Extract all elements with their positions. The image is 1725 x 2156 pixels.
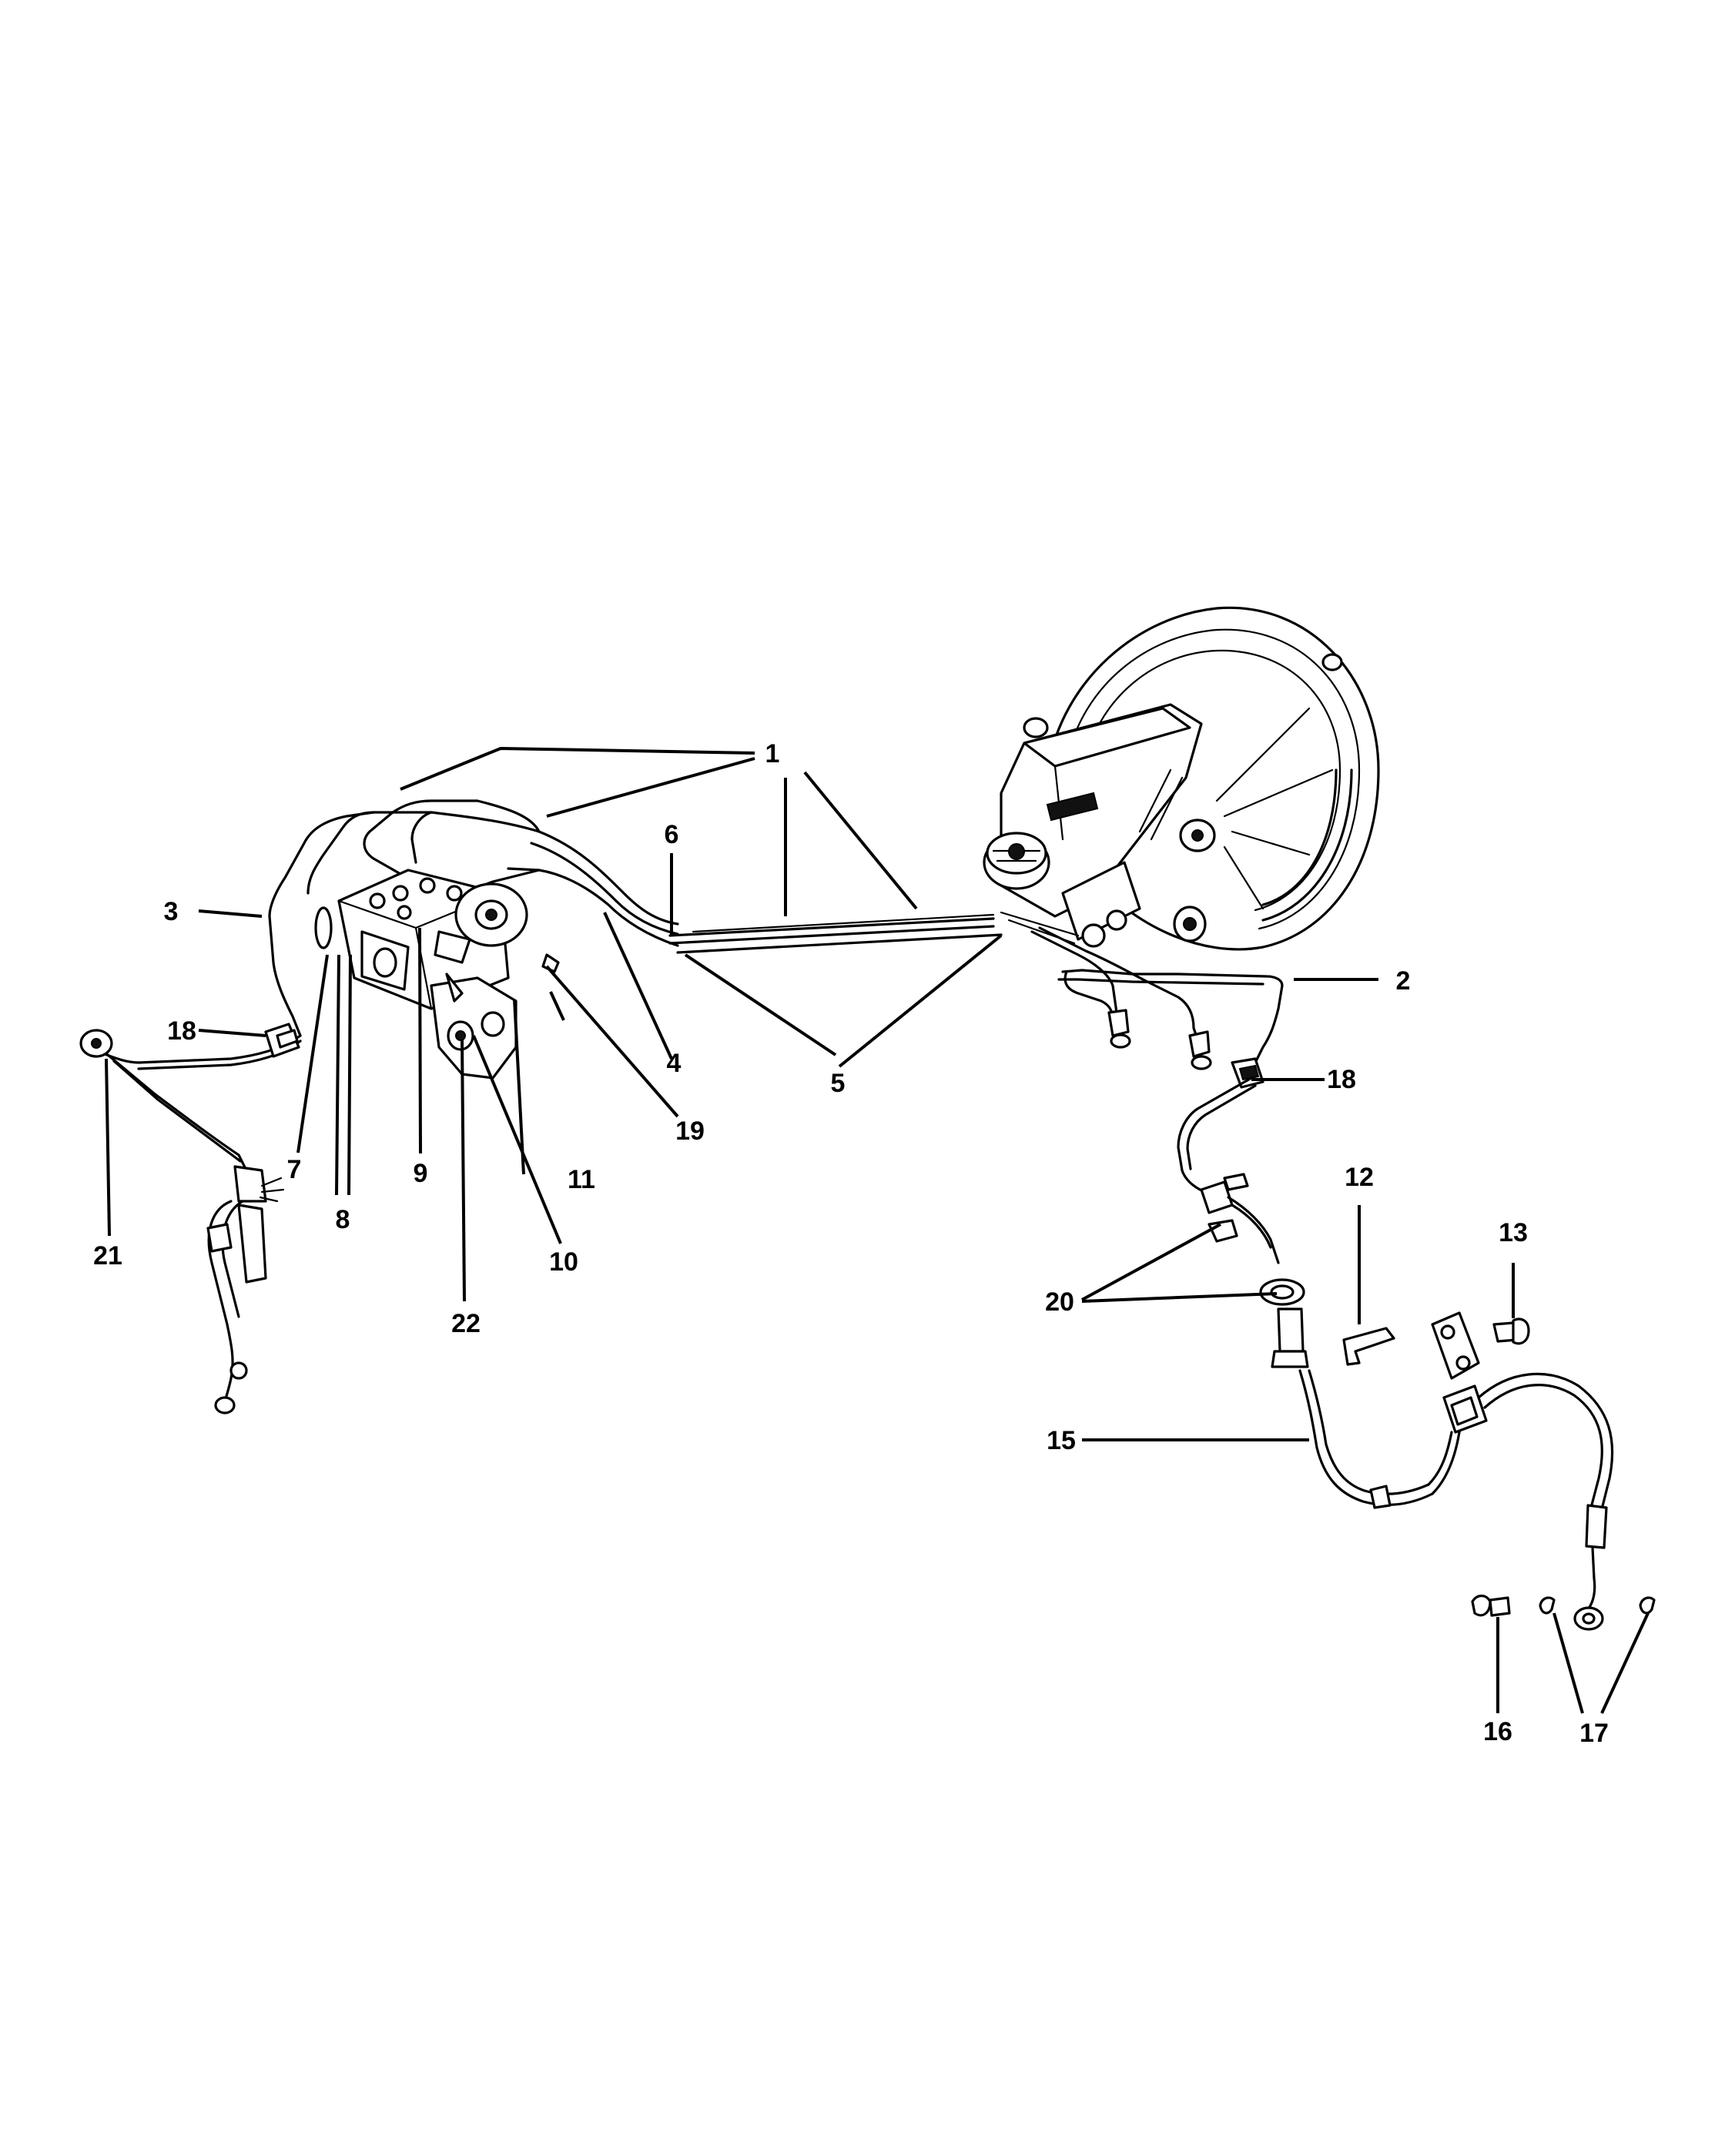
callout-16: 16: [1483, 1717, 1512, 1746]
right-front-lines: [1030, 926, 1284, 1089]
callout-15: 15: [1047, 1426, 1076, 1455]
callout-2: 2: [1396, 966, 1411, 996]
callout-10: 10: [549, 1247, 578, 1277]
callout-19: 19: [675, 1116, 705, 1146]
callout-8: 8: [336, 1205, 350, 1234]
master-cylinder: [983, 703, 1203, 948]
callout-17: 17: [1579, 1719, 1609, 1748]
callout-4: 4: [667, 1049, 682, 1078]
callout-12: 12: [1345, 1163, 1374, 1192]
callout-18-left: 18: [167, 1016, 196, 1046]
callout-3: 3: [164, 897, 179, 926]
callout-1: 1: [765, 739, 780, 768]
callout-22: 22: [451, 1309, 481, 1338]
module-bracket: [430, 953, 560, 1080]
callout-9: 9: [414, 1159, 428, 1188]
main-brake-tubes: [268, 799, 1003, 954]
callout-20: 20: [1045, 1287, 1074, 1317]
small-parts: [1208, 1173, 1656, 1617]
callout-18-right: 18: [1327, 1065, 1356, 1094]
callout-7: 7: [287, 1155, 302, 1184]
leader-lines: [105, 746, 1650, 1714]
callout-11: 11: [568, 1165, 595, 1194]
callout-6: 6: [665, 820, 679, 849]
callout-5: 5: [831, 1069, 846, 1098]
left-front-line: [79, 915, 302, 1414]
abs-hydraulic-unit: [314, 869, 528, 1010]
callouts: 1 2 3 4 5 6 7 8 9 10 11 12 13 15 16 17 1…: [93, 739, 1609, 1748]
right-front-hose: [1177, 1076, 1614, 1631]
callout-13: 13: [1499, 1218, 1528, 1247]
callout-21: 21: [93, 1241, 122, 1270]
brake-booster: [1023, 606, 1380, 951]
